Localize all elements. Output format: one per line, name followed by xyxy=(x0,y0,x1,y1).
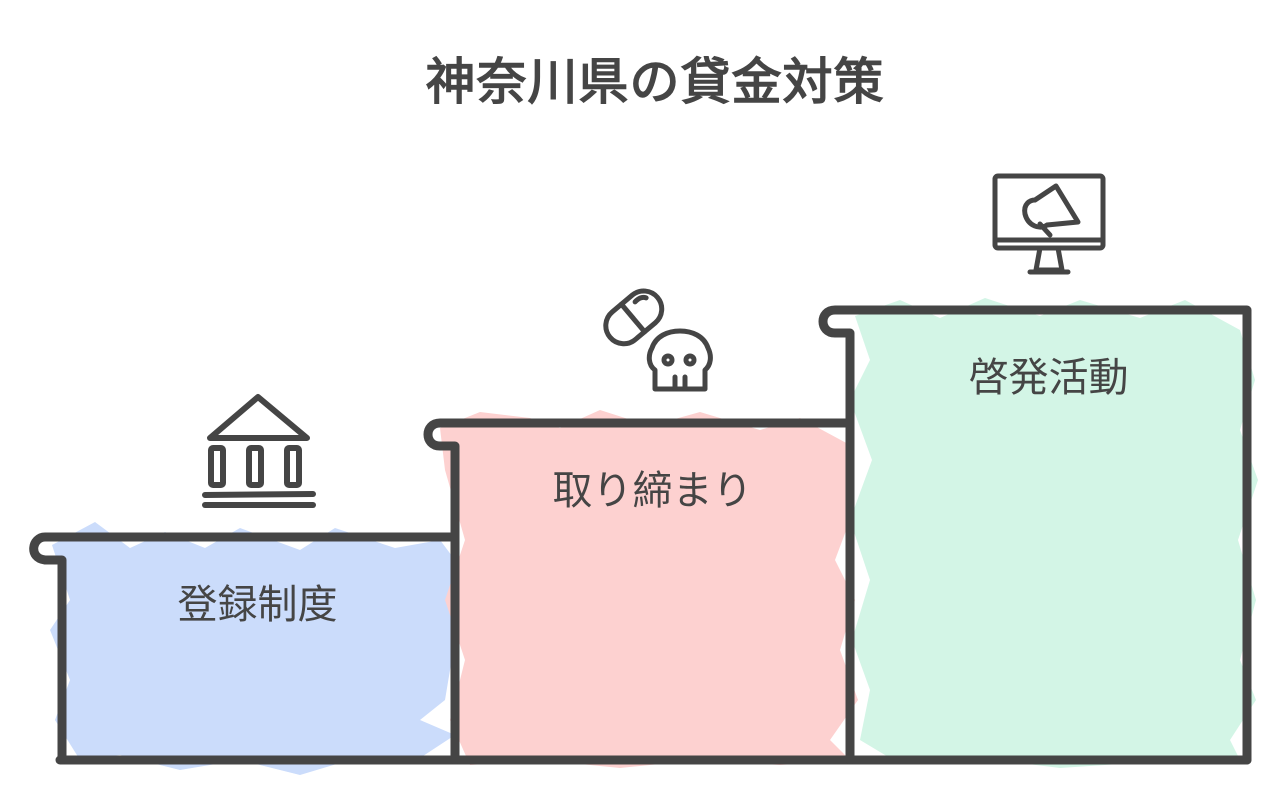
monitor-megaphone-icon xyxy=(992,173,1106,275)
step-2-label: 取り締まり xyxy=(552,468,753,514)
step-3-label: 啓発活動 xyxy=(968,355,1129,401)
step-3-fill xyxy=(850,298,1258,768)
pill-and-skull-icon xyxy=(603,288,713,392)
bank-building-icon xyxy=(202,394,316,508)
step-1-fill xyxy=(50,522,455,775)
step-2-fill xyxy=(440,410,858,768)
staircase-outline xyxy=(29,305,1252,765)
diagram-title: 神奈川県の貸金対策 xyxy=(425,53,885,111)
step-1-label: 登録制度 xyxy=(177,582,338,628)
